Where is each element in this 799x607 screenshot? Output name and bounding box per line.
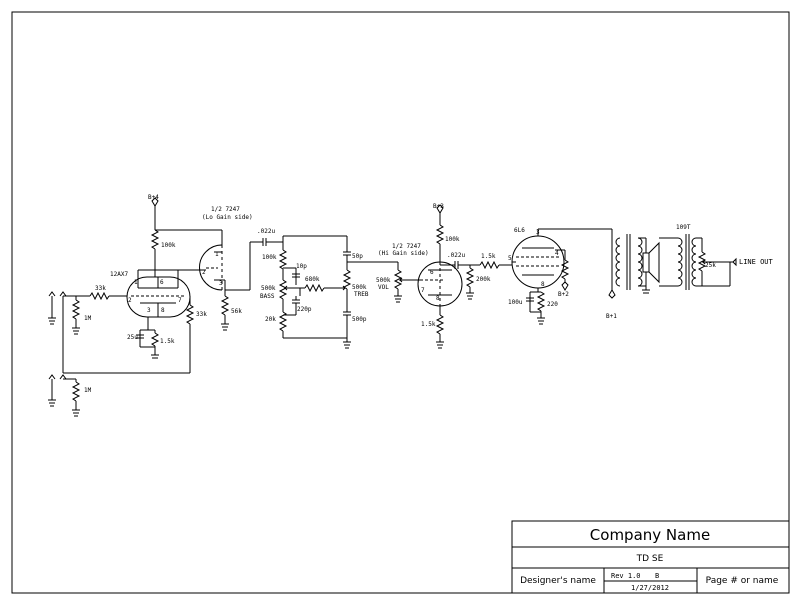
- label-pot-25k: 25k: [705, 262, 716, 269]
- pin-6b: 6: [430, 269, 434, 276]
- title-rev-letter: B: [655, 572, 659, 580]
- pin-2: 2: [128, 297, 132, 304]
- title-block: [511, 520, 790, 594]
- tube-12ax7: [126, 255, 191, 318]
- pin-1: 1: [134, 279, 138, 286]
- label-b3: B+3: [433, 203, 444, 210]
- label-r-33k-in: 33k: [95, 285, 106, 292]
- label-v2-sub: (Lo Gain side): [202, 214, 253, 221]
- b4-plate-load: [150, 197, 222, 255]
- label-pot-treb: 500k: [352, 284, 367, 291]
- pin-3: 3: [147, 307, 151, 314]
- label-vol: VOL: [378, 284, 389, 291]
- output-transformer: [608, 229, 737, 299]
- label-c-100u: 100u: [508, 299, 523, 306]
- pin-5c: 5: [508, 255, 512, 262]
- pin-6: 6: [160, 279, 164, 286]
- tube-6l6: [511, 228, 612, 325]
- label-r-680k: 680k: [305, 276, 320, 283]
- label-r-220: 220: [547, 301, 558, 308]
- label-c-50p: 50p: [352, 253, 363, 260]
- label-bass: BASS: [260, 293, 275, 300]
- title-company: Company Name: [590, 526, 710, 544]
- label-pot-bass: 500k: [261, 285, 276, 292]
- label-treb: TREB: [354, 291, 369, 298]
- label-pot-vol: 500k: [376, 277, 391, 284]
- label-line-out: LINE OUT: [739, 258, 774, 266]
- label-r-100k-a: 100k: [161, 242, 176, 249]
- title-date: 1/27/2012: [631, 584, 669, 592]
- title-name: TD SE: [636, 554, 664, 564]
- title-rev: Rev 1.0: [611, 572, 641, 580]
- label-v3-sub: (Hi Gain side): [378, 250, 429, 257]
- label-r-1-5k-a: 1.5k: [160, 338, 175, 345]
- pin-1b: 1: [215, 251, 219, 258]
- v1-cathode-network: [136, 296, 195, 359]
- pin-2b: 2: [202, 269, 206, 276]
- input-jack-2: [48, 374, 67, 407]
- label-b4: B+4: [148, 194, 159, 201]
- label-r-100k-c: 100k: [445, 236, 460, 243]
- label-c-25u: 25u: [127, 334, 138, 341]
- label-r-56k: 56k: [231, 308, 242, 315]
- pin-7b: 7: [421, 287, 425, 294]
- label-c-220p: 220p: [297, 306, 312, 313]
- label-r-20k: 20k: [265, 316, 276, 323]
- label-v2-title: 1/2 7247: [211, 206, 240, 213]
- label-xfmr: 109T: [676, 224, 691, 231]
- tube-7247-hi: [417, 204, 512, 349]
- sheet-border: [11, 11, 790, 594]
- pin-8b: 8: [436, 295, 440, 302]
- tone-stack: [278, 235, 420, 349]
- label-b1: B+1: [606, 313, 617, 320]
- pin-8: 8: [161, 307, 165, 314]
- title-page: Page # or name: [706, 576, 779, 586]
- label-b2: B+2: [558, 291, 569, 298]
- label-v4: 6L6: [514, 227, 525, 234]
- label-r-100k-b: 100k: [262, 254, 277, 261]
- input-wiring: [62, 291, 191, 417]
- label-c-022u-b: .022u: [447, 252, 465, 259]
- label-v1: 12AX7: [110, 271, 128, 278]
- pin-7: 7: [178, 297, 182, 304]
- label-r-1m-a: 1M: [84, 315, 92, 322]
- label-c-10p: 10p: [296, 263, 307, 270]
- label-r-1-5k-c: 1.5k: [421, 321, 436, 328]
- pin-3c: 3: [536, 229, 540, 236]
- tube-7247-lo: [178, 230, 283, 331]
- pin-3b: 3: [219, 280, 223, 287]
- pin-4c: 4: [555, 250, 559, 257]
- schematic-labels: B+4 B+3 B+2 B+1 12AX7 1/2 7247 (Lo Gain …: [84, 194, 774, 394]
- label-r-1-5k-b: 1.5k: [481, 253, 496, 260]
- title-designer: Designer's name: [520, 576, 596, 586]
- label-c-022u-a: .022u: [257, 228, 275, 235]
- label-r-33k-v: 33k: [196, 311, 207, 318]
- label-r-200k: 200k: [476, 276, 491, 283]
- label-r-1m-b: 1M: [84, 387, 92, 394]
- pin-8c: 8: [541, 281, 545, 288]
- label-c-500p: 500p: [352, 316, 367, 323]
- label-v3-title: 1/2 7247: [392, 243, 421, 250]
